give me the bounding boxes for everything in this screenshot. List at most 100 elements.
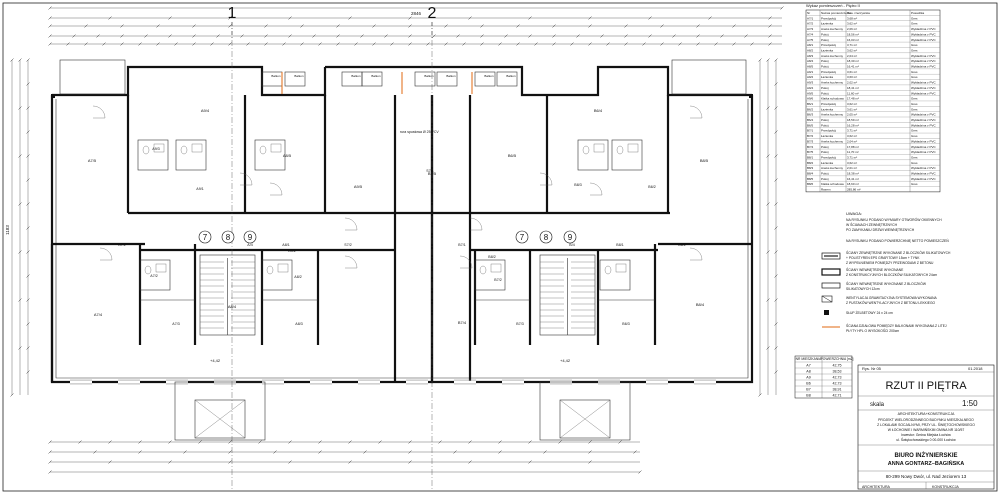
area-table-cell: B7 [806,387,810,391]
room-table-cell: B6/2 [807,107,814,111]
room-table-cell: 17,88 m² [847,145,859,149]
room-table-header: Nr [807,11,810,15]
svg-text:2: 2 [428,5,437,22]
room-table-cell: 2,01 m² [847,166,857,170]
notes-line-2: W ŚCIANACH ZEWNĘTRZNYCH [846,222,898,227]
circle-marker [539,230,553,244]
room-table-cell: Wykładzina z PVC [911,38,936,42]
balcony [474,71,496,87]
room-table-cell: A9/4 [807,86,814,90]
room-table-cell: Pokój [821,177,829,181]
room-label: B7/2 [494,278,501,282]
balcony-label: Balkon [371,74,381,78]
room-table-cell: A8/4 [807,59,814,63]
unit-label: A8/4 [228,304,237,309]
room-label: B8/2 [488,255,495,259]
room-table-cell: Klatka schodowa [821,97,844,101]
room-table-title: Wykaz pomieszczeń - Piętro II [806,3,860,8]
project-line-1: PROJEKT WIELORODZINNEGO BUDYNKU MIESZKAL… [878,418,974,422]
room-table-cell: Gres [911,16,918,20]
circle-marker [515,230,529,244]
top-dimension-chains: 2846 [48,6,784,46]
room-label: S7/2 [344,243,351,247]
room-table-cell: Gres [911,129,918,133]
room-table-cell: Łazienka [821,107,833,111]
notes-block: UWAGA: NA RYSUNKU PODANO WYMIARY OTWORÓW… [846,211,949,243]
overall-height-label: 1183 [5,225,10,235]
room-table-cell: B6/3 [807,113,814,117]
room-label: B8/1 [616,243,623,247]
title-block: Rys. Nr 05 01.2018 RZUT II PIĘTRA skala … [857,364,995,490]
room-table-cell: Przedpokój [821,129,836,133]
area-table-cell: B8 [806,393,810,397]
circle-marker [221,230,235,244]
room-table-cell: 3,60 m² [847,75,857,79]
balcony [414,71,436,87]
room-table-cell: B8/4 [807,172,814,176]
room-table-header: Pow. rzeczywista [847,11,870,15]
room-table-cell: Pokój [821,91,829,95]
room-label: A7/1 [118,243,125,247]
balcony-label: Balkon [294,74,304,78]
room-table-cell: Klatka schodowa [821,182,844,186]
svg-text:Z WYPEŁNIENIEM POMIĘDZY PRZEWO: Z WYPEŁNIENIEM POMIĘDZY PRZEWODAMI Z BET… [846,261,934,265]
axis-marker-2: 2 [428,5,437,40]
room-table-cell: Gres [911,75,918,79]
room-table-cell: Aneks kuchenny [821,54,844,58]
legend-column: SŁUP ŻELBETOWY 24 x 24 cm [824,310,893,315]
axis-marker-1: 1 [228,5,237,40]
room-table-cell: Pokój [821,118,829,122]
room-table-cell: A7/5 [807,38,814,42]
side-dimension-chains: 1183 [5,58,778,397]
room-table-cell: Gres [911,134,918,138]
circle-marker-label: 9 [248,233,253,242]
balcony-label: Balkon [351,74,361,78]
room-table-cell: Aneks kuchenny [821,27,844,31]
room-table-cell: A8/5 [807,65,814,69]
room-table-cell: Łazienka [821,134,833,138]
area-table-cell: A7 [806,363,810,367]
room-label: B6/1 [678,243,685,247]
room-table-cell: Łazienka [821,161,833,165]
room-table-cell: Pokój [821,86,829,90]
room-table-header: Posadzka [911,11,925,15]
unit-label: B6/5 [508,153,517,158]
project-line-3: W ŁOCHOWIE I WARMIŃSKIM GMINA NR 110/57 [888,428,965,432]
room-label: A9/2 [288,249,295,253]
area-table-cell: A8 [806,369,810,373]
project-line-4: Inwestor: Gmina Miejska Łochów [901,433,951,437]
notes-line-1: NA RYSUNKU PODANO WYMIARY OTWORÓW OKIENN… [846,217,942,222]
discipline-label: ARCHITEKTURA+KONSTRUKCJA [898,412,955,416]
office-address: 80-299 Nowy Dwór, ul. Nad Jeziorem 13 [886,474,967,479]
room-table-cell: 3,62 m² [847,134,857,138]
room-table-cell: Pokój [821,172,829,176]
unit-label: A9/5 [354,184,363,189]
room-table-cell: 17,48 m² [847,97,859,101]
drawing-title: RZUT II PIĘTRA [885,380,967,392]
overall-width-label: 2846 [411,11,422,16]
room-table-cell: A8/2 [807,48,814,52]
room-table-cell: 18,38 m² [847,172,859,176]
room-table-cell: B7/3 [807,139,814,143]
area-table-header: POWIERZCHNIA [m2] [821,357,854,361]
notes-title: UWAGA: [846,211,862,216]
room-table-cell: A7/2 [807,22,814,26]
scale-value: 1:50 [962,399,978,408]
room-table-cell: 3,62 m² [847,22,857,26]
